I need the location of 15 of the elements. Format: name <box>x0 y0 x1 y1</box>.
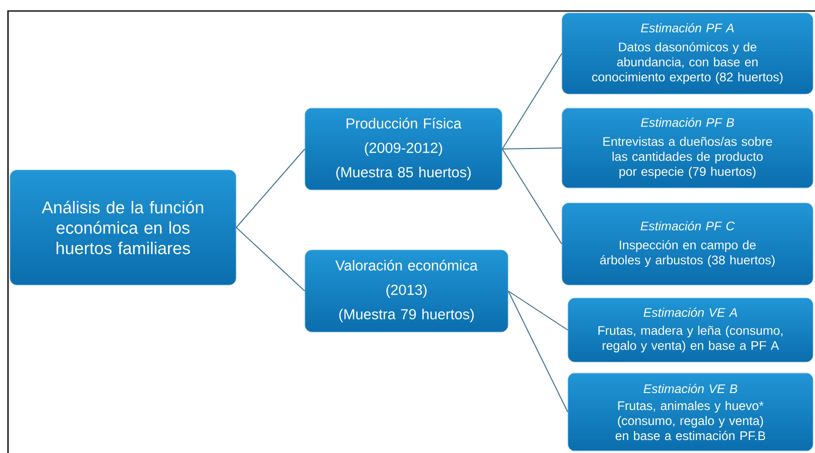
connector-line <box>236 148 306 228</box>
connector-line <box>502 148 562 150</box>
method-box: Estimación PF A Datos dasonómicos y de abundancia, con base en conocimiento experto (82 huertos) <box>562 12 814 94</box>
category-box: Producción Física (2009-2012) (Muestra 85 huertos) <box>304 108 502 190</box>
connector-line <box>508 290 568 330</box>
method-box: Estimación VE A Frutas, madera y leña (consumo, regalo y venta) en base a PF A <box>568 298 814 362</box>
connector-line <box>508 290 568 412</box>
method-box: Estimación PF C Inspección en campo de árboles y arbustos (38 huertos) <box>562 202 814 286</box>
connector-line <box>502 53 562 150</box>
topic-box: Análisis de la función económica en los huertos familiares <box>10 170 236 286</box>
connector-line <box>502 148 562 244</box>
category-box: Valoración económica (2013) (Muestra 79 huertos) <box>304 250 508 332</box>
connector-line <box>236 227 306 292</box>
method-box: Estimación VE B Frutas, animales y huevo* (consumo, regalo y venta) en base a estimación PF.B <box>568 372 814 452</box>
method-box: Estimación PF B Entrevistas a dueños/as sobre las cantidades de producto por especie (79 huertos) <box>562 108 814 188</box>
